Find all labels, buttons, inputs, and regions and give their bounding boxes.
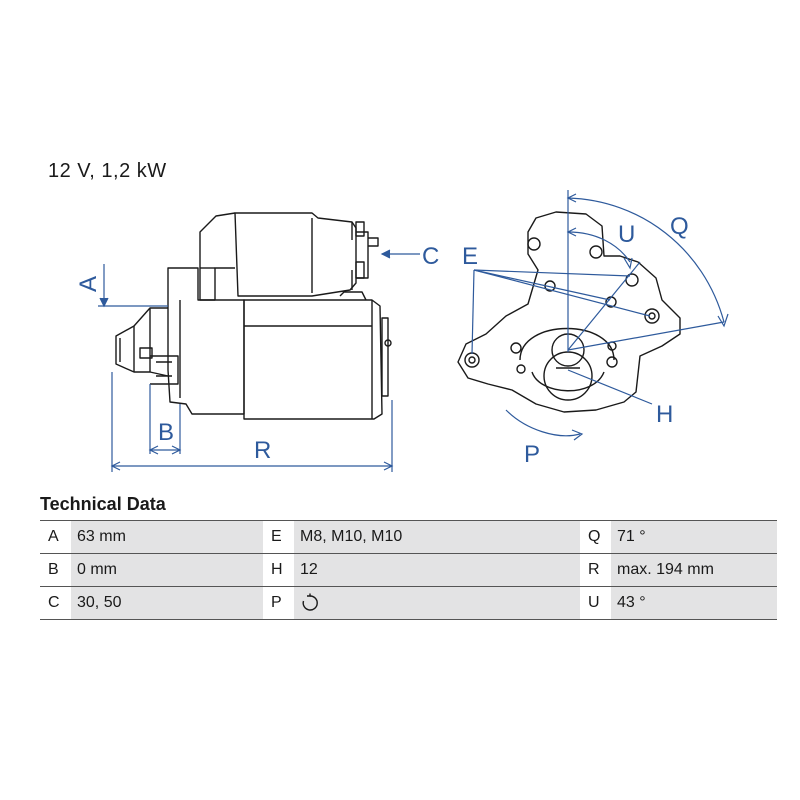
spec-value: 0 mm [71,553,263,587]
spec-key: P [263,586,294,620]
front-view [457,211,681,413]
side-dimensions [98,249,420,472]
spec-value: 12 [294,553,580,587]
spec-key: A [40,520,71,554]
table-row: A 63 mm E M8, M10, M10 Q 71 ° [40,520,777,554]
label-a: A [75,276,102,292]
clockwise-rotation-icon [302,593,318,611]
front-dimensions [471,190,729,441]
spec-title: 12 V, 1,2 kW [48,160,167,182]
spec-value-rotation [294,586,580,620]
table-row: C 30, 50 P U 43 ° [40,586,777,620]
spec-value: 63 mm [71,520,263,554]
spec-key: B [40,553,71,587]
label-c: C [422,243,439,270]
label-e: E [462,243,478,270]
table-row: B 0 mm H 12 R max. 194 mm [40,553,777,587]
spec-key: E [263,520,294,554]
spec-value: M8, M10, M10 [294,520,580,554]
label-p: P [524,441,540,468]
spec-key: R [580,553,611,587]
technical-data-heading: Technical Data [40,494,166,514]
spec-key: H [263,553,294,587]
side-view [115,212,392,420]
spec-key: Q [580,520,611,554]
label-h: H [656,401,673,428]
spec-value: 43 ° [611,586,777,620]
technical-data-table: A 63 mm E M8, M10, M10 Q 71 ° B 0 mm H 1… [40,520,777,620]
starter-drawing: A C B R E U Q H P [75,190,729,472]
label-u: U [618,221,635,248]
label-b: B [158,419,174,446]
spec-value: max. 194 mm [611,553,777,587]
label-q: Q [670,213,689,240]
spec-key: U [580,586,611,620]
spec-key: C [40,586,71,620]
spec-value: 30, 50 [71,586,263,620]
label-r: R [254,437,271,464]
spec-value: 71 ° [611,520,777,554]
